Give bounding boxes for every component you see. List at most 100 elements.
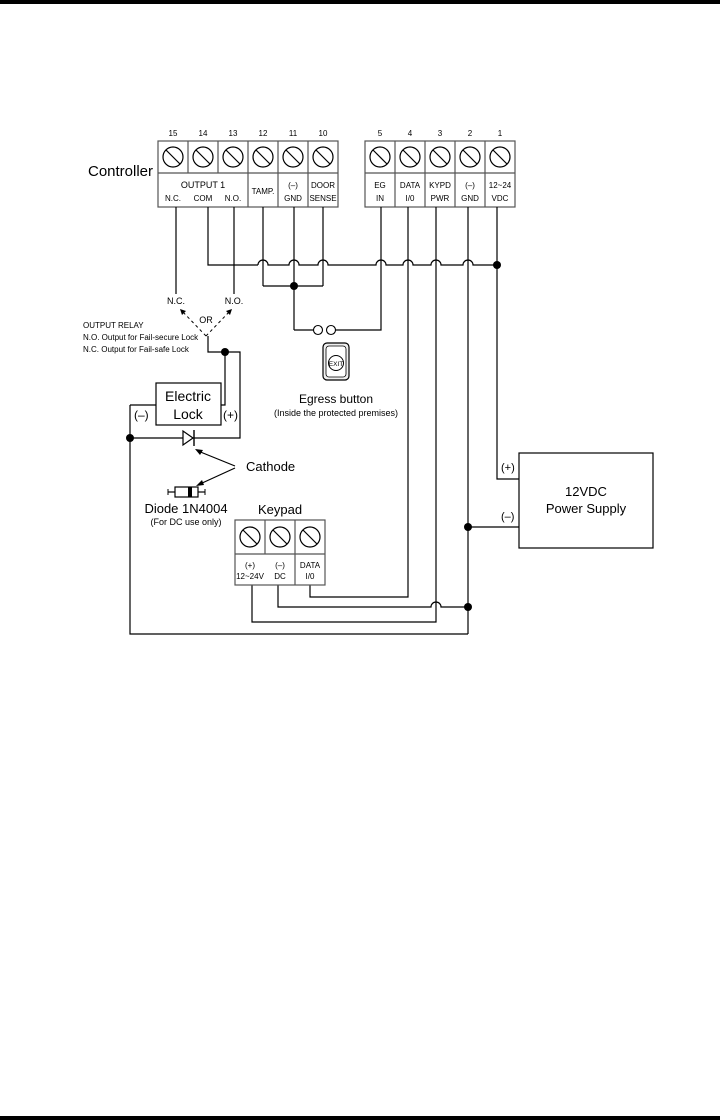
controller-terminal-11: 11 (–) GND: [282, 129, 304, 203]
junction-dot: [290, 282, 298, 290]
screw-terminal-icon: [312, 146, 334, 168]
terminal-number: 11: [289, 129, 298, 138]
cathode-pointer-arrows-icon: [195, 449, 236, 486]
terminal-number: 14: [199, 129, 208, 138]
screw-terminal-icon: [459, 146, 481, 168]
electric-lock-plus: (+): [223, 408, 238, 422]
relay-nc-label: N.C.: [167, 296, 185, 306]
screw-terminal-icon: [399, 146, 421, 168]
power-supply-plus: (+): [501, 462, 515, 474]
terminal-label-line-1: 12~24: [489, 181, 512, 190]
relay-selector-arrows-icon: [180, 309, 232, 337]
terminal-number: 1: [498, 129, 503, 138]
controller-terminal-2: 2(–)GND: [459, 129, 481, 203]
exit-button-icon: EXIT: [322, 342, 350, 381]
wires: [129, 207, 519, 635]
screw-terminal-icon: [489, 146, 511, 168]
page-bottom-rule: [0, 1116, 720, 1120]
terminal-label-line-2: GND: [284, 194, 302, 203]
electric-lock-minus: (–): [134, 408, 149, 422]
egress-title: Egress button: [299, 392, 373, 406]
controller-terminal-13: 13N.O.: [222, 129, 244, 203]
page-top-rule: [0, 0, 720, 4]
controller-terminal-block-1: [157, 140, 339, 208]
egress-subtitle: (Inside the protected premises): [274, 408, 398, 418]
terminal-label: COM: [194, 194, 213, 203]
terminal-label-line-1: (–): [288, 181, 298, 190]
relay-note-line-2: N.O. Output for Fail-secure Lock: [83, 333, 199, 342]
terminal-label: N.C.: [165, 194, 181, 203]
screw-terminal-icon: [429, 146, 451, 168]
junction-dot: [464, 523, 472, 531]
keypad-terminal-1: (+)12~24V: [236, 526, 265, 581]
screw-terminal-icon: [269, 526, 291, 548]
wire-com-bus: [207, 207, 258, 266]
controller-terminal-15: 15N.C.: [162, 129, 184, 203]
terminal-number: 15: [169, 129, 178, 138]
power-supply-line-2: Power Supply: [546, 501, 627, 516]
terminal-label-line-1: (+): [245, 561, 255, 570]
keypad-terminal-2: (–)DC: [269, 526, 291, 581]
terminal-label-line-1: (–): [465, 181, 475, 190]
cathode-label: Cathode: [246, 459, 295, 474]
diode-title: Diode 1N4004: [144, 501, 227, 516]
relay-or-label: OR: [199, 315, 213, 325]
wire-data: [309, 207, 409, 598]
terminal-number: 10: [319, 129, 328, 138]
terminal-label: N.O.: [225, 194, 241, 203]
terminal-label-line-2: I/0: [306, 572, 315, 581]
screw-terminal-icon: [282, 146, 304, 168]
screw-terminal-icon: [239, 526, 261, 548]
terminal-label: TAMP.: [252, 187, 275, 196]
terminal-label-line-1: DOOR: [311, 181, 335, 190]
relay-note-line-3: N.C. Output for Fail-safe Lock: [83, 345, 190, 354]
controller-title: Controller: [88, 163, 153, 180]
wire-common-bus: [257, 259, 497, 266]
terminal-number: 4: [408, 129, 413, 138]
screw-terminal-icon: [222, 146, 244, 168]
junction-dot: [126, 434, 134, 442]
terminal-label-line-2: I/0: [406, 194, 415, 203]
wire-keypad-power: [251, 207, 437, 623]
electric-lock-box: [155, 382, 222, 426]
electric-lock-title-1: Electric: [165, 388, 211, 404]
power-supply-minus: (–): [501, 511, 514, 523]
terminal-number: 12: [259, 129, 268, 138]
junction-dot: [464, 603, 472, 611]
diode-symbol-icon: [182, 429, 195, 447]
terminal-label-line-1: KYPD: [429, 181, 451, 190]
exit-icon-text: EXIT: [329, 361, 343, 368]
keypad-title: Keypad: [258, 502, 302, 517]
screw-terminal-icon: [162, 146, 184, 168]
terminal-label-line-1: DATA: [300, 561, 321, 570]
terminal-label-line-2: DC: [274, 572, 286, 581]
diode-component-icon: [167, 486, 206, 498]
terminal-label-line-2: PWR: [431, 194, 450, 203]
wire-vdc: [496, 207, 519, 480]
electric-lock-title-2: Lock: [173, 406, 204, 422]
egress-contacts-icon: [312, 324, 353, 336]
junction-dots: [126, 261, 501, 611]
terminal-label-line-2: GND: [461, 194, 479, 203]
junction-dot: [493, 261, 501, 269]
screw-terminal-icon: [192, 146, 214, 168]
power-supply-line-1: 12VDC: [565, 484, 607, 499]
terminal-label-line-1: DATA: [400, 181, 421, 190]
diode-subtitle: (For DC use only): [150, 517, 221, 527]
screw-terminal-icon: [299, 526, 321, 548]
terminal-number: 13: [229, 129, 238, 138]
terminal-label-line-2: IN: [376, 194, 384, 203]
terminal-number: 3: [438, 129, 443, 138]
screw-terminal-icon: [252, 146, 274, 168]
junction-dot: [221, 348, 229, 356]
terminal-number: 5: [378, 129, 383, 138]
relay-note-line-1: OUTPUT RELAY: [83, 321, 144, 330]
